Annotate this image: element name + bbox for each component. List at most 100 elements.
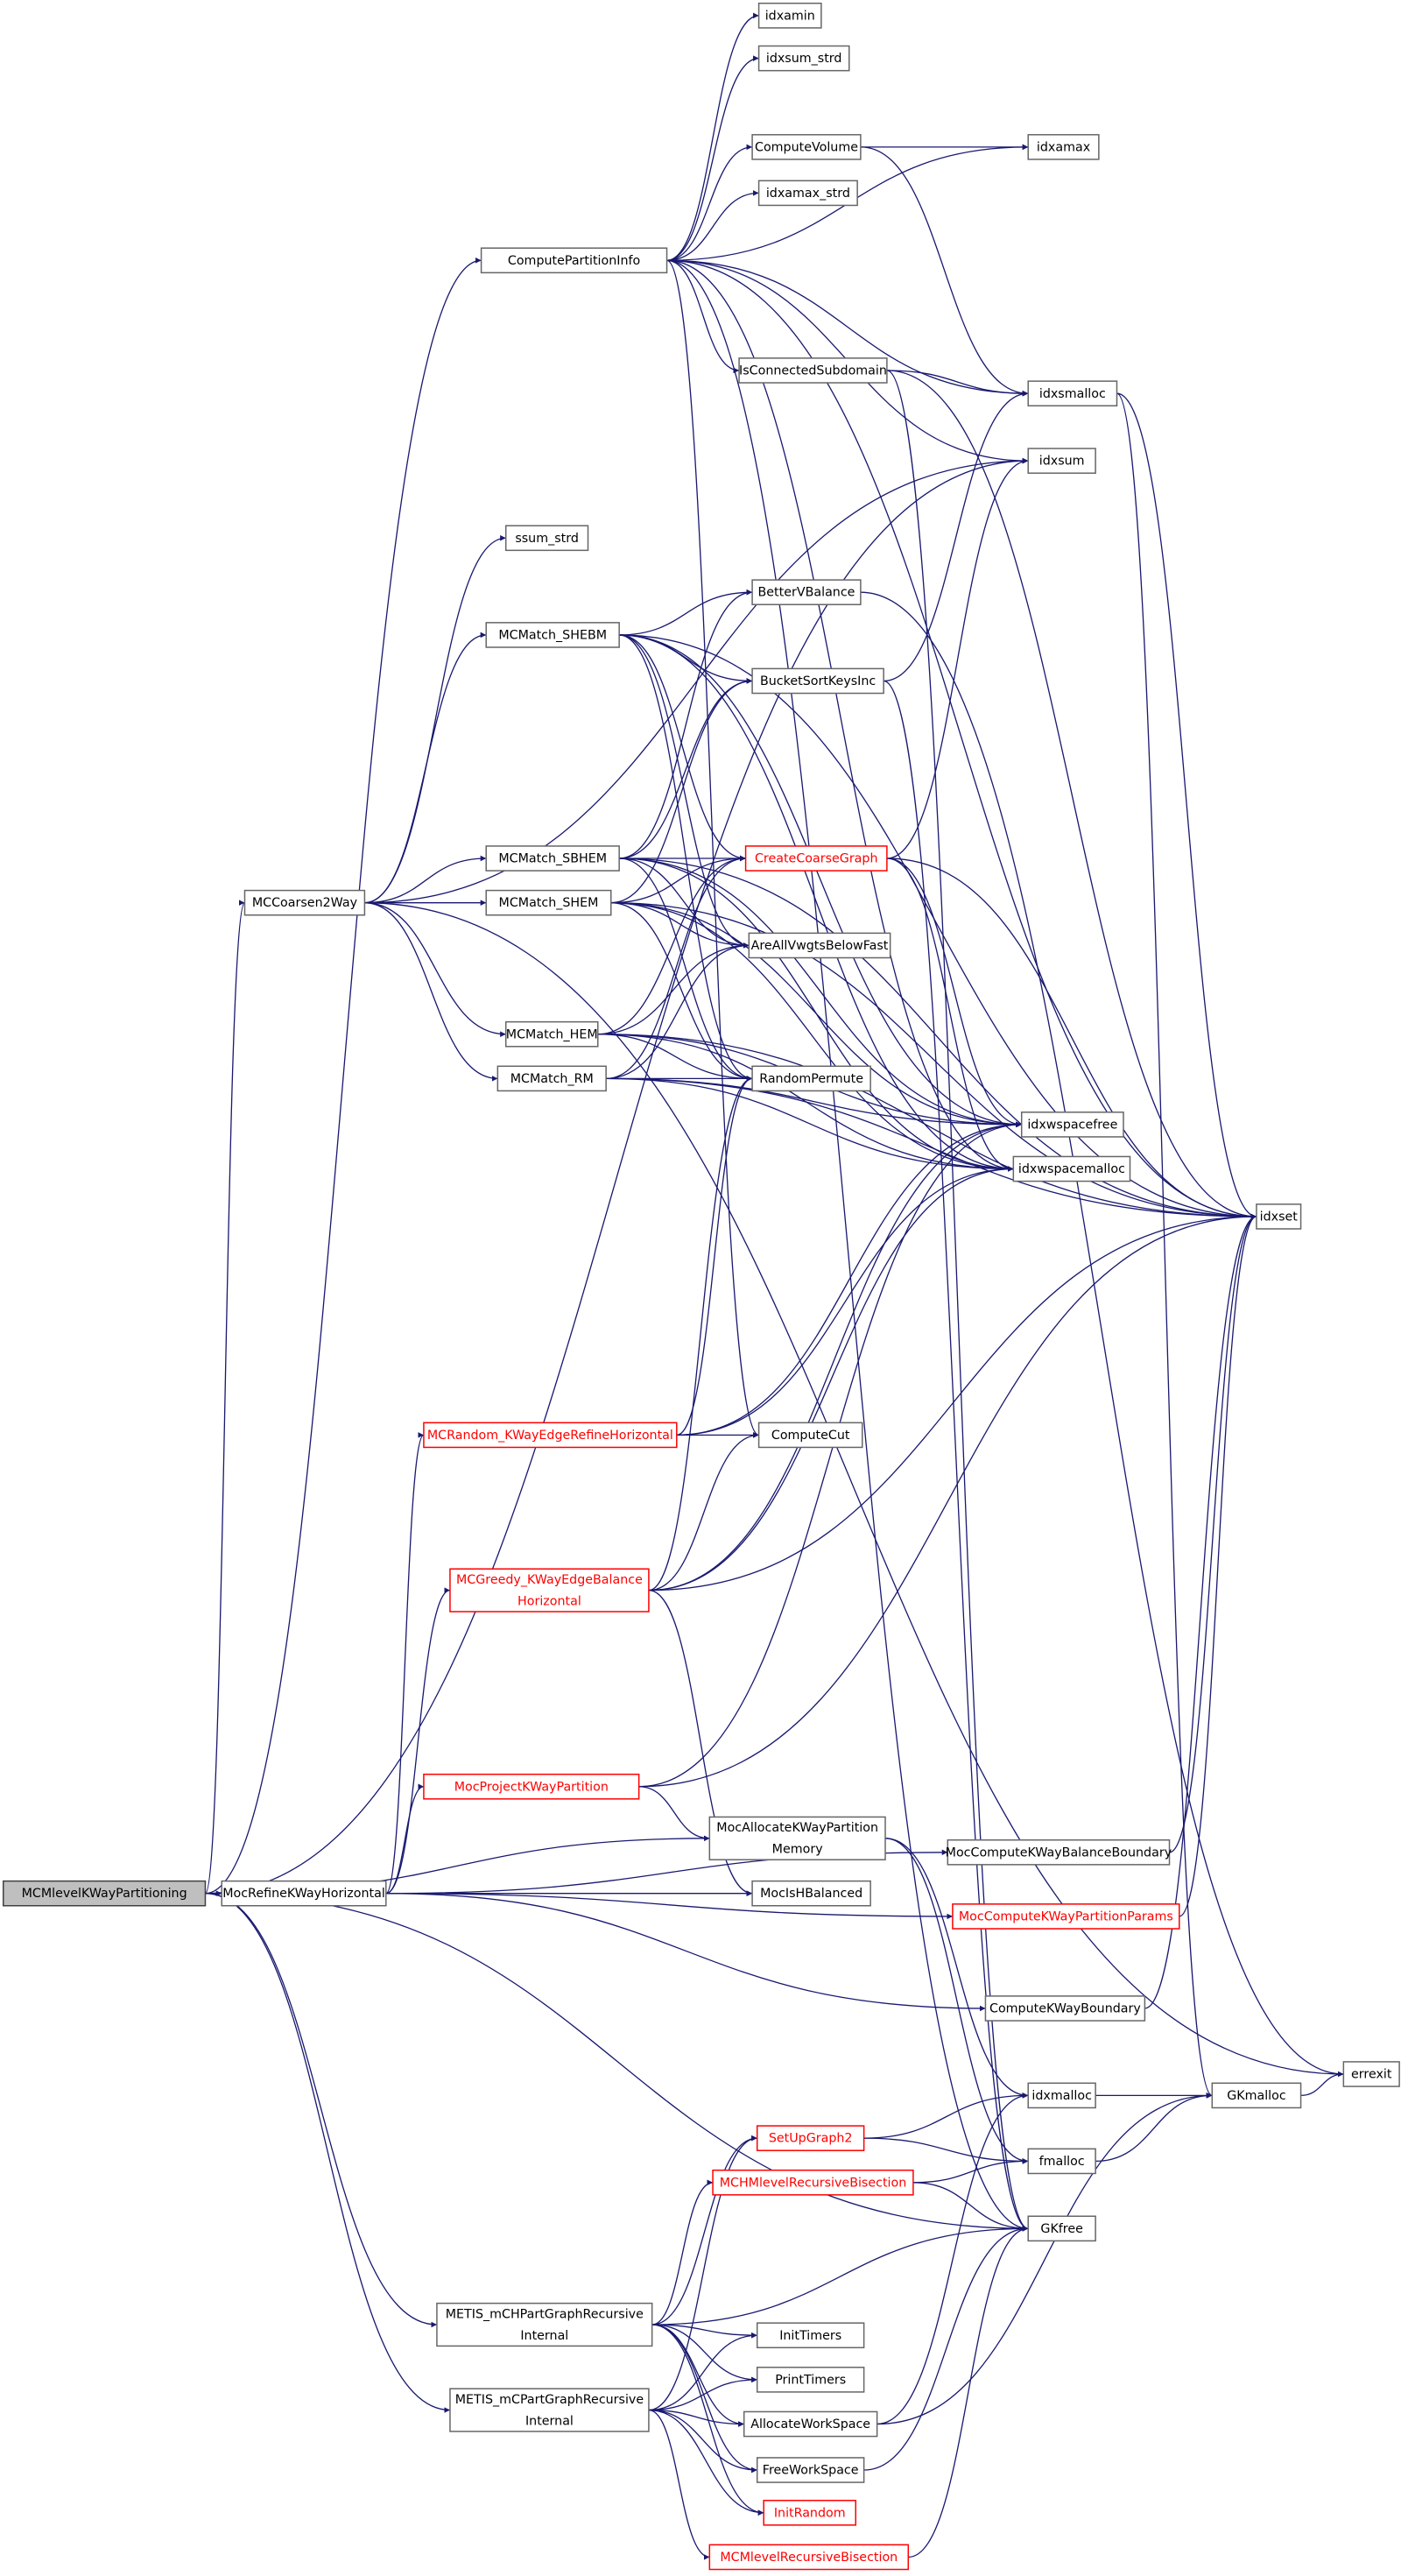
node-gkmalloc[interactable]: GKmalloc [1211, 2082, 1302, 2109]
node-idxwspacemalloc[interactable]: idxwspacemalloc [1012, 1155, 1131, 1182]
edge-mccoarsen2way-to-ssum-strd [364, 535, 506, 904]
node-idxset[interactable]: idxset [1256, 1203, 1302, 1230]
node-label: MocRefineKWayHorizontal [222, 1887, 385, 1901]
node-bucket-sort-keys-inc[interactable]: BucketSortKeysInc [751, 667, 884, 695]
node-label: MocComputeKWayBalanceBoundary [946, 1846, 1172, 1860]
node-mcmlevel-recursive-bisection[interactable]: MCMlevelRecursiveBisection [708, 2544, 910, 2571]
node-box [1020, 1112, 1124, 1138]
node-box [952, 1903, 1180, 1930]
edge-mcmatch-shebm-to-bucket-sort-keys-inc [619, 634, 753, 684]
node-idxamax-strd[interactable]: idxamax_strd [757, 180, 858, 207]
node-compute-kway-boundary[interactable]: ComputeKWayBoundary [984, 1995, 1146, 2022]
node-init-random[interactable]: InitRandom [763, 2499, 857, 2526]
node-create-coarse-graph[interactable]: CreateCoarseGraph [744, 845, 888, 872]
node-idxmalloc[interactable]: idxmalloc [1027, 2082, 1096, 2109]
node-mcmatch-sbhem[interactable]: MCMatch_SBHEM [485, 845, 620, 872]
node-fmalloc[interactable]: fmalloc [1027, 2148, 1096, 2175]
edge-compute-partition-info-to-idxamin [666, 12, 759, 261]
node-idxamin[interactable]: idxamin [757, 3, 822, 29]
node-init-timers[interactable]: InitTimers [756, 2322, 865, 2349]
edge-moc-project-kway-partition-to-moc-allocate-kway-partition-memory [638, 1786, 710, 1842]
node-mcrandom-kway-edge-refine-horizontal[interactable]: MCRandom_KWayEdgeRefineHorizontal [423, 1422, 678, 1449]
edge-metis-m-cpart-graph-recursive-internal-to-allocate-work-space [648, 2409, 744, 2427]
node-print-timers[interactable]: PrintTimers [756, 2367, 865, 2393]
node-label: SetUpGraph2 [769, 2132, 853, 2146]
node-box [763, 2499, 857, 2526]
node-label: BucketSortKeysInc [760, 674, 876, 688]
node-box [423, 1773, 640, 1800]
node-moc-compute-kway-partition-params[interactable]: MocComputeKWayPartitionParams [952, 1903, 1180, 1930]
node-moc-refine-kway-horizontal[interactable]: MocRefineKWayHorizontal [221, 1880, 387, 1907]
node-random-permute[interactable]: RandomPermute [751, 1065, 871, 1092]
edge-moc-project-kway-partition-to-idxset [638, 1213, 1257, 1788]
node-is-connected-subdomain[interactable]: IsConnectedSubdomain [738, 357, 888, 384]
edge-set-up-graph2-to-idxmalloc [863, 2093, 1029, 2139]
edge-mcgreedy-kway-edge-balance-horizontal-to-idxwspacemalloc [648, 1166, 1014, 1591]
edge-mcmatch-shebm-to-create-coarse-graph [619, 634, 746, 862]
node-moc-is-hbalanced[interactable]: MocIsHBalanced [751, 1880, 871, 1907]
edge-mcmatch-sbhem-to-idxset [619, 857, 1257, 1220]
edge-compute-partition-info-to-compute-cut [666, 259, 759, 1438]
edge-mcmatch-shem-to-idxset [610, 902, 1257, 1220]
node-box [3, 1880, 207, 1907]
edge-mcmatch-shem-to-bucket-sort-keys-inc [610, 678, 753, 904]
node-box [1256, 1203, 1302, 1230]
node-better-vbalance[interactable]: BetterVBalance [751, 579, 862, 605]
edge-mcgreedy-kway-edge-balance-horizontal-to-idxset [648, 1213, 1257, 1591]
node-box [1027, 448, 1096, 474]
edge-mcmatch-rm-to-idxwspacemalloc [606, 1077, 1014, 1172]
node-free-work-space[interactable]: FreeWorkSpace [756, 2457, 865, 2483]
node-label: PrintTimers [775, 2373, 846, 2387]
edge-better-vbalance-to-errexit [860, 591, 1344, 2078]
node-compute-cut[interactable]: ComputeCut [757, 1422, 863, 1449]
node-allocate-work-space[interactable]: AllocateWorkSpace [743, 2410, 878, 2438]
node-mcmatch-hem[interactable]: MCMatch_HEM [504, 1020, 599, 1048]
node-idxwspacefree[interactable]: idxwspacefree [1020, 1112, 1124, 1138]
node-are-all-vwgts-below-fast[interactable]: AreAllVwgtsBelowFast [748, 932, 891, 959]
node-idxamax[interactable]: idxamax [1027, 134, 1100, 160]
node-label: ComputeKWayBoundary [989, 2002, 1141, 2016]
edge-gkmalloc-to-errexit [1300, 2071, 1344, 2097]
node-mchmlevel-recursive-bisection[interactable]: MCHMlevelRecursiveBisection [712, 2169, 914, 2196]
node-box [1027, 134, 1100, 160]
edge-mcrandom-kway-edge-refine-horizontal-to-random-permute [676, 1076, 753, 1436]
edge-mcgreedy-kway-edge-balance-horizontal-to-idxwspacefree [648, 1121, 1022, 1591]
node-errexit[interactable]: errexit [1342, 2061, 1400, 2087]
node-idxsum-strd[interactable]: idxsum_strd [757, 45, 850, 72]
edge-mcmatch-sbhem-to-random-permute [619, 857, 753, 1082]
node-compute-volume[interactable]: ComputeVolume [751, 134, 862, 160]
node-moc-project-kway-partition[interactable]: MocProjectKWayPartition [423, 1773, 640, 1800]
node-idxsmalloc[interactable]: idxsmalloc [1027, 380, 1118, 407]
node-ssum-strd[interactable]: ssum_strd [504, 525, 589, 552]
edge-compute-kway-boundary-to-idxset [1144, 1213, 1257, 2009]
node-mcmatch-shem[interactable]: MCMatch_SHEM [485, 889, 612, 916]
node-label: InitTimers [779, 2329, 841, 2343]
node-idxsum[interactable]: idxsum [1027, 448, 1096, 474]
node-mcmatch-shebm[interactable]: MCMatch_SHEBM [485, 622, 620, 648]
edge-moc-compute-kway-partition-params-to-idxset [1179, 1213, 1257, 1917]
node-label: MocComputeKWayPartitionParams [959, 1909, 1173, 1923]
edge-metis-m-chpart-graph-recursive-internal-to-mchmlevel-recursive-bisection [651, 2179, 714, 2325]
node-label: Internal [525, 2414, 574, 2428]
edge-compute-volume-to-idxsmalloc [860, 146, 1029, 397]
node-box [1342, 2061, 1400, 2087]
node-moc-compute-kway-balance-boundary[interactable]: MocComputeKWayBalanceBoundary [946, 1838, 1172, 1866]
node-gkfree[interactable]: GKfree [1027, 2215, 1096, 2242]
edge-mcmatch-shebm-to-idxwspacefree [619, 634, 1022, 1128]
node-mcmlevel-kway-partitioning[interactable]: MCMlevelKWayPartitioning [3, 1880, 207, 1907]
node-box [485, 622, 620, 648]
edge-compute-partition-info-to-idxset [666, 259, 1257, 1220]
node-set-up-graph2[interactable]: SetUpGraph2 [756, 2125, 865, 2151]
edge-metis-m-cpart-graph-recursive-internal-to-init-random [648, 2409, 764, 2516]
edge-mcmatch-hem-to-idxset [597, 1034, 1257, 1220]
node-compute-partition-info[interactable]: ComputePartitionInfo [480, 247, 668, 274]
edge-moc-allocate-kway-partition-memory-to-fmalloc [885, 1838, 1029, 2164]
edge-compute-partition-info-to-idxwspacemalloc [666, 259, 1014, 1172]
node-mccoarsen2way[interactable]: MCCoarsen2Way [243, 889, 366, 916]
node-mcmatch-rm[interactable]: MCMatch_RM [496, 1065, 607, 1092]
